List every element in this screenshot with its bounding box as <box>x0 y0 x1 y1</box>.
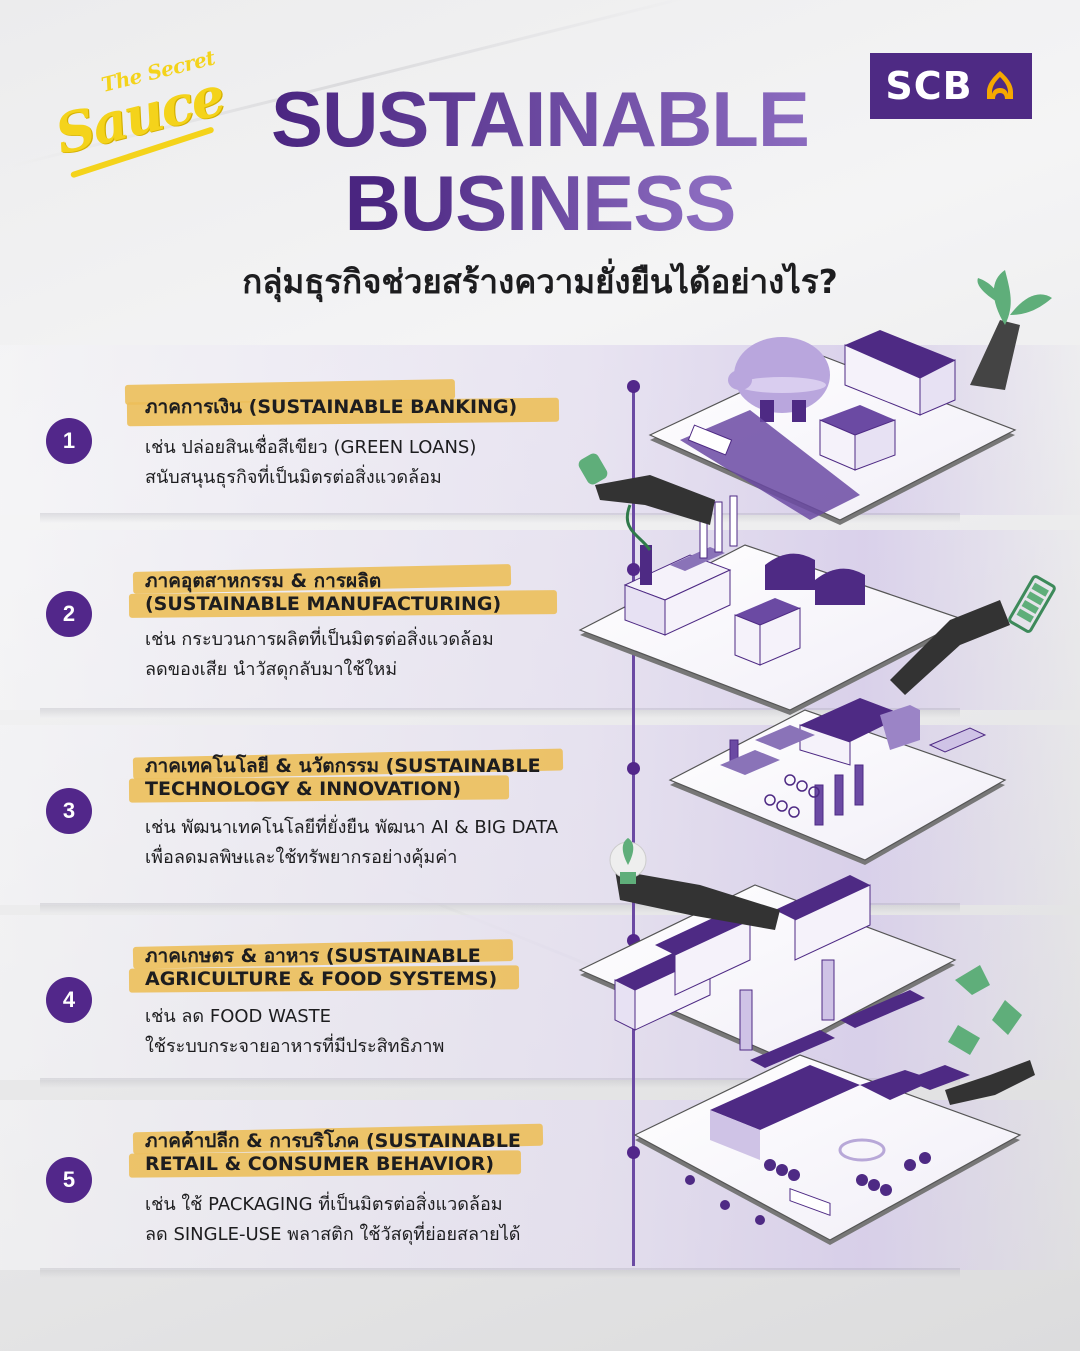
section-heading: ภาคค้าปลีก & การบริโภค (SUSTAINABLE RETA… <box>128 1123 544 1178</box>
section-number-badge: 2 <box>46 591 92 637</box>
page-subtitle: กลุ่มธุรกิจช่วยสร้างความยั่งยืนได้อย่างไ… <box>242 262 838 301</box>
timeline-dot <box>627 1146 640 1159</box>
battery-icon <box>1008 575 1056 633</box>
factory-with-solar-panels <box>578 495 967 715</box>
electric-plug-icon <box>578 453 608 485</box>
timeline-line <box>632 386 635 1266</box>
plant-sprout-icon <box>993 270 1011 325</box>
timeline-dot <box>627 563 640 576</box>
timeline-dot <box>627 380 640 393</box>
section-number-badge: 1 <box>46 418 92 464</box>
retail-town-square <box>633 1054 1022 1245</box>
banking-city-with-piggy-bank <box>648 330 1017 525</box>
hand-holding-plug <box>578 453 715 551</box>
section-heading: ภาคอุตสาหกรรม & การผลิต (SUSTAINABLE MAN… <box>128 564 558 618</box>
timeline-dot <box>627 762 640 775</box>
hand-holding-plant <box>970 270 1052 390</box>
section-description: เช่น ใช้ PACKAGING ที่เป็นมิตรต่อสิ่งแวด… <box>145 1194 521 1245</box>
section-description: เช่น พัฒนาเทคโนโลยีที่ยั่งยืน พัฒนา AI &… <box>145 817 559 868</box>
section-heading: ภาคเทคโนโลยี & นวัตกรรม (SUSTAINABLE TEC… <box>128 748 564 803</box>
scb-logo: SCB <box>870 53 1032 119</box>
section-description: เช่น กระบวนการผลิตที่เป็นมิตรต่อสิ่งแวดล… <box>145 629 494 680</box>
section-number-badge: 5 <box>46 1157 92 1203</box>
section-description: เช่น ลด FOOD WASTE ใช้ระบบกระจายอาหารที่… <box>145 1006 445 1057</box>
page-title-line-2: BUSINESS <box>0 162 1080 244</box>
section-number-badge: 3 <box>46 788 92 834</box>
isometric-illustration-stack <box>578 270 1056 1245</box>
section-number-badge: 4 <box>46 977 92 1023</box>
hand-holding-battery <box>890 575 1056 695</box>
page-title-line-1: SUSTAINABLE <box>0 78 1080 160</box>
section-heading: ภาคการเงิน (SUSTAINABLE BANKING) <box>124 379 560 427</box>
ev-charging-station <box>668 698 1007 865</box>
section-description: เช่น ปล่อยสินเชื่อสีเขียว (GREEN LOANS) … <box>145 437 477 488</box>
scb-logo-text: SCB <box>885 64 972 108</box>
scb-bodhi-leaf-icon <box>986 71 1013 99</box>
recycle-symbol <box>945 965 1035 1105</box>
hand-holding-lightbulb <box>609 838 780 930</box>
smart-farm-with-robot-arms <box>578 875 957 1068</box>
section-heading: ภาคเกษตร & อาหาร (SUSTAINABLE AGRICULTUR… <box>128 939 520 993</box>
recycle-icon <box>948 965 1022 1055</box>
